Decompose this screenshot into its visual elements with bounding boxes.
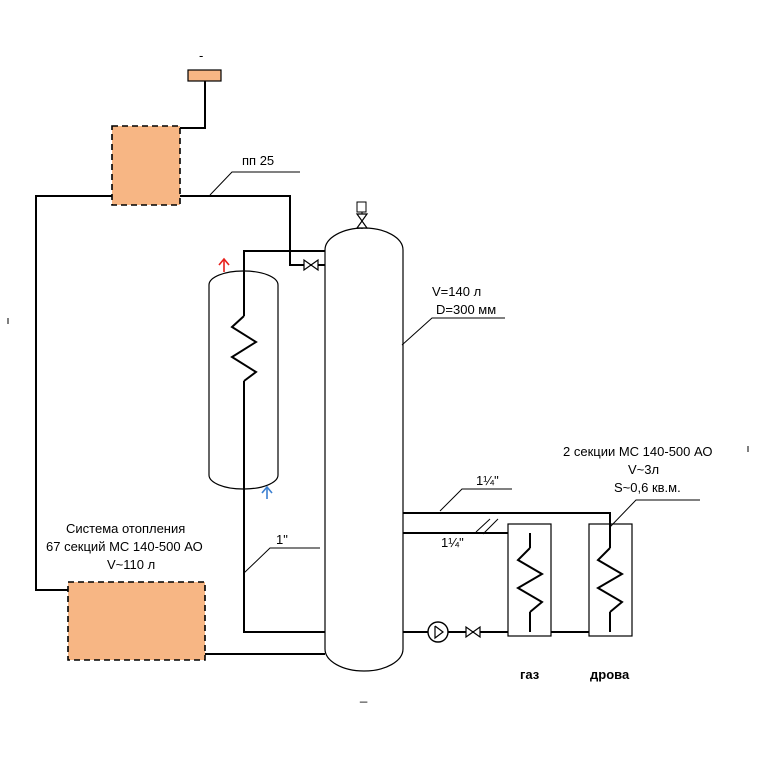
heating-system-box [67,581,206,661]
tank-outlet-upper [403,512,611,548]
circulation-pump-icon [427,621,449,643]
expansion-cap [187,69,222,82]
dhw-boiler [208,257,279,499]
radiators-title-label: 2 секции МС 140-500 АО [563,444,713,459]
heating-title-label: Система отопления [66,521,185,536]
heating-sections-label: 67 секций МС 140-500 АО [46,539,203,554]
gas-heater-coil [516,547,544,613]
tank-diameter-label: D=300 мм [436,302,496,317]
dhw-coil [230,315,258,382]
cold-water-arrow-icon [261,485,273,499]
wood-source-label: дрова [590,667,630,682]
air-vent-icon [356,201,367,213]
wood-heater [588,513,633,637]
gas-source-label: газ [520,667,540,682]
heating-supply-pipe [35,195,112,591]
pp25-pipe [180,195,325,266]
radiators-area-label: S~0,6 кв.м. [614,480,681,495]
tank-volume-label: V=140 л [432,284,481,299]
gas-heater [507,523,552,637]
heating-volume-label: V~110 л [107,557,155,572]
leader-lines [7,171,749,574]
lower-pipe-size-label: 1¼" [441,535,464,550]
pp25-label: пп 25 [242,153,274,168]
upper-pipe-size-label: 1¼" [476,473,499,488]
expansion-pipe [180,80,206,129]
return-valve-icon [465,625,475,639]
hot-water-arrow-icon [218,257,230,272]
upper-dashed-box [111,125,181,206]
radiators-volume-label: V~3л [628,462,659,477]
vent-valve-icon [355,213,369,223]
bottom-marker-label: _ [359,688,368,703]
buffer-tank [324,201,404,672]
top-marker-label: - [199,48,203,63]
left-pipe-size-label: 1" [276,532,288,547]
inlet-valve-icon [303,258,313,272]
wood-heater-coil [596,547,624,613]
